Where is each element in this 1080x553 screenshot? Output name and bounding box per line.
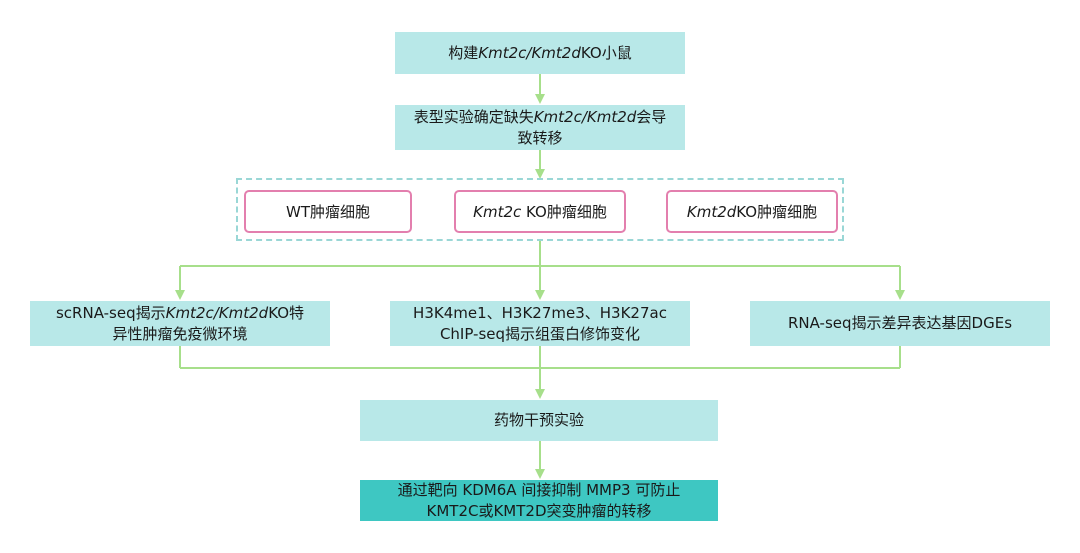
conclusion-line1: 通过靶向 KDM6A 间接抑制 MMP3 可防止 [397, 480, 681, 499]
step-drug-intervention: 药物干预实验 [360, 400, 718, 441]
method-chip-seq: H3K4me1、H3K27me3、H3K27ac ChIP-seq揭示组蛋白修饰… [390, 301, 690, 346]
step-construct-text-post: KO小鼠 [580, 43, 632, 62]
step-phenotype-gene: Kmt2c/Kmt2d [533, 107, 637, 126]
step-phenotype-line2: 致转移 [517, 128, 563, 147]
step-conclusion: 通过靶向 KDM6A 间接抑制 MMP3 可防止 KMT2C或KMT2D突变肿瘤… [360, 480, 718, 521]
method-scrna-seq: scRNA-seq揭示Kmt2c/Kmt2dKO特 异性肿瘤免疫微环境 [30, 301, 330, 346]
chip-line1: H3K4me1、H3K27me3、H3K27ac [413, 303, 667, 322]
step-construct-text-pre: 构建 [448, 43, 479, 62]
cell-kmt2d-ko: Kmt2dKO肿瘤细胞 [666, 190, 838, 233]
cell-kmt2c-gene: Kmt2c [473, 203, 522, 221]
scrna-line2: 异性肿瘤免疫微环境 [112, 324, 248, 343]
scrna-text-post: KO特 [268, 303, 305, 322]
step-construct-gene: Kmt2c/Kmt2d [478, 43, 581, 62]
step-construct-mice: 构建Kmt2c/Kmt2dKO小鼠 [395, 32, 685, 74]
scrna-gene: Kmt2c/Kmt2d [165, 303, 269, 322]
cell-kmt2d-gene: Kmt2d [686, 203, 737, 221]
cell-kmt2c-label: KO肿瘤细胞 [521, 203, 607, 221]
drug-intervention-label: 药物干预实验 [493, 411, 584, 429]
cell-kmt2c-ko: Kmt2c KO肿瘤细胞 [454, 190, 626, 233]
cell-wt: WT肿瘤细胞 [244, 190, 412, 233]
scrna-text-pre: scRNA-seq揭示 [55, 303, 166, 322]
cell-kmt2d-label: KO肿瘤细胞 [736, 203, 818, 221]
chip-line2: ChIP-seq揭示组蛋白修饰变化 [439, 324, 641, 343]
rna-seq-label: RNA-seq揭示差异表达基因DGEs [787, 314, 1013, 332]
method-rna-seq: RNA-seq揭示差异表达基因DGEs [750, 301, 1050, 346]
step-phenotype-experiment: 表型实验确定缺失Kmt2c/Kmt2d会导 致转移 [395, 105, 685, 150]
tumor-cells-group [236, 178, 844, 241]
cell-wt-label: WT肿瘤细胞 [286, 203, 370, 221]
step-phenotype-text-pre: 表型实验确定缺失 [413, 107, 534, 126]
step-phenotype-text-post: 会导 [636, 107, 667, 126]
conclusion-line2: KMT2C或KMT2D突变肿瘤的转移 [426, 501, 652, 520]
